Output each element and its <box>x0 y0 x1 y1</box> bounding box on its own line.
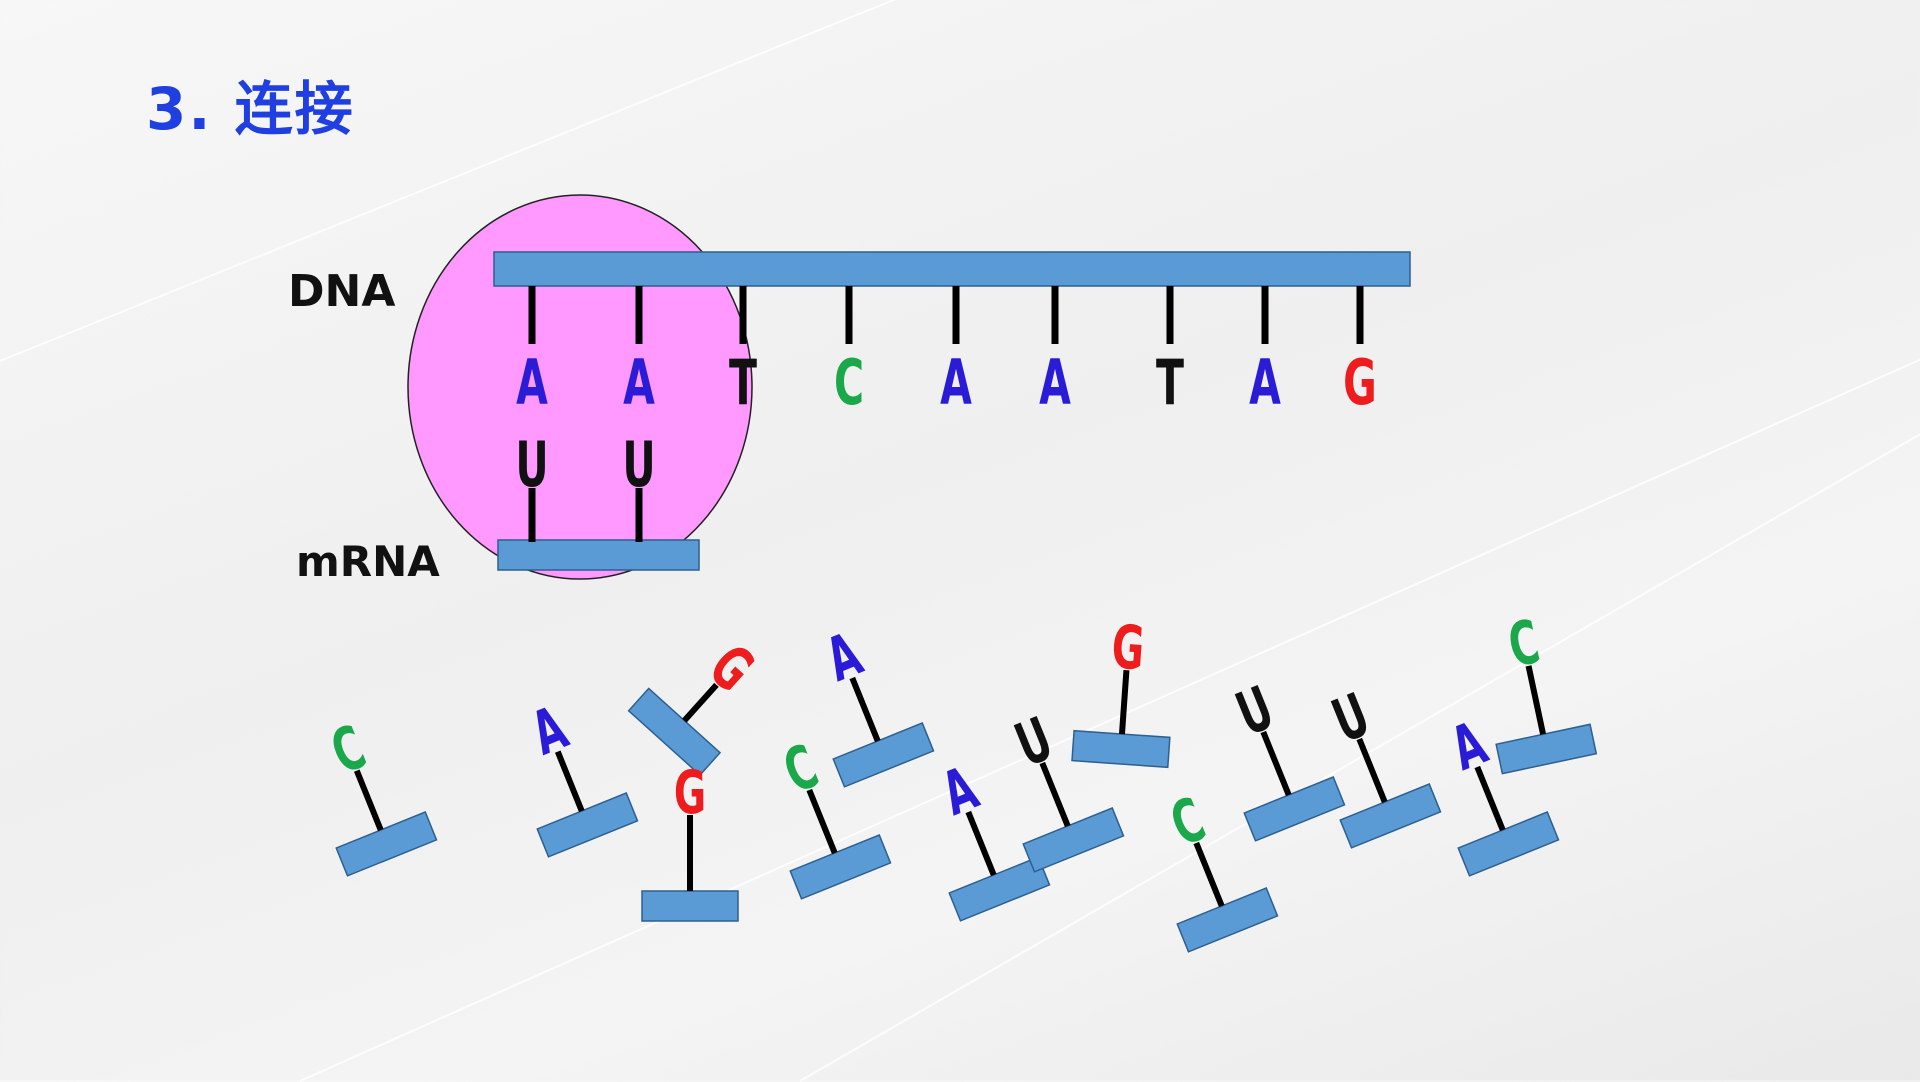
free-nucleotide: G <box>1072 609 1178 767</box>
nucleotide-backbone <box>1458 812 1558 876</box>
dna-base: T <box>1156 347 1184 419</box>
dna-label: DNA <box>288 266 395 317</box>
free-nucleotide-base: U <box>1227 673 1283 750</box>
free-nucleotide-base: G <box>1109 612 1146 684</box>
free-nucleotide-base: C <box>774 731 827 807</box>
free-nucleotide: G <box>629 610 791 775</box>
free-nucleotide: C <box>1130 772 1277 952</box>
free-nucleotide-base: A <box>1442 708 1497 784</box>
free-nucleotide-base: C <box>322 712 375 788</box>
free-nucleotide: U <box>1197 661 1344 841</box>
free-nucleotide: A <box>492 680 638 857</box>
nucleotide-backbone <box>1244 777 1344 841</box>
dna-base: A <box>516 347 548 419</box>
nucleotide-backbone <box>1340 784 1440 848</box>
dna-base: T <box>729 347 757 419</box>
dna-base: A <box>1039 347 1071 419</box>
free-nucleotide-base: U <box>1323 680 1379 757</box>
free-nucleotide: C <box>1470 600 1597 774</box>
nucleotide-backbone <box>1496 724 1596 773</box>
nucleotide-backbone <box>790 835 890 899</box>
free-nucleotide-base: A <box>522 692 577 768</box>
nucleotide-backbone <box>1023 808 1123 872</box>
dna-base: A <box>940 347 972 419</box>
free-nucleotide: A <box>1411 696 1558 876</box>
free-nucleotide-base: A <box>817 619 872 695</box>
free-nucleotide: C <box>291 699 437 876</box>
mrna-label: mRNA <box>296 537 440 586</box>
free-nucleotide-base: A <box>933 753 988 829</box>
dna-base: A <box>623 347 655 419</box>
dna-base: G <box>1343 347 1377 419</box>
nucleotide-backbone <box>833 723 933 787</box>
dna-base: A <box>1249 347 1281 419</box>
free-nucleotide: G <box>642 757 738 921</box>
free-nucleotide-base: G <box>674 757 706 827</box>
nucleotide-backbone <box>1072 731 1170 768</box>
nucleotide-backbone <box>537 793 637 857</box>
free-nucleotide: U <box>1293 668 1440 848</box>
free-nucleotide-base: C <box>1161 784 1214 860</box>
dna-base: C <box>834 347 864 419</box>
free-nucleotide-base: U <box>1006 704 1062 781</box>
nucleotide-backbone <box>1177 888 1277 952</box>
free-nucleotide-base: C <box>1502 607 1545 681</box>
nucleotide-backbone <box>642 891 738 921</box>
dna-backbone <box>494 252 1410 286</box>
mrna-backbone <box>498 540 699 570</box>
free-nucleotide: U <box>976 692 1123 872</box>
nucleotide-backbone <box>336 812 436 876</box>
